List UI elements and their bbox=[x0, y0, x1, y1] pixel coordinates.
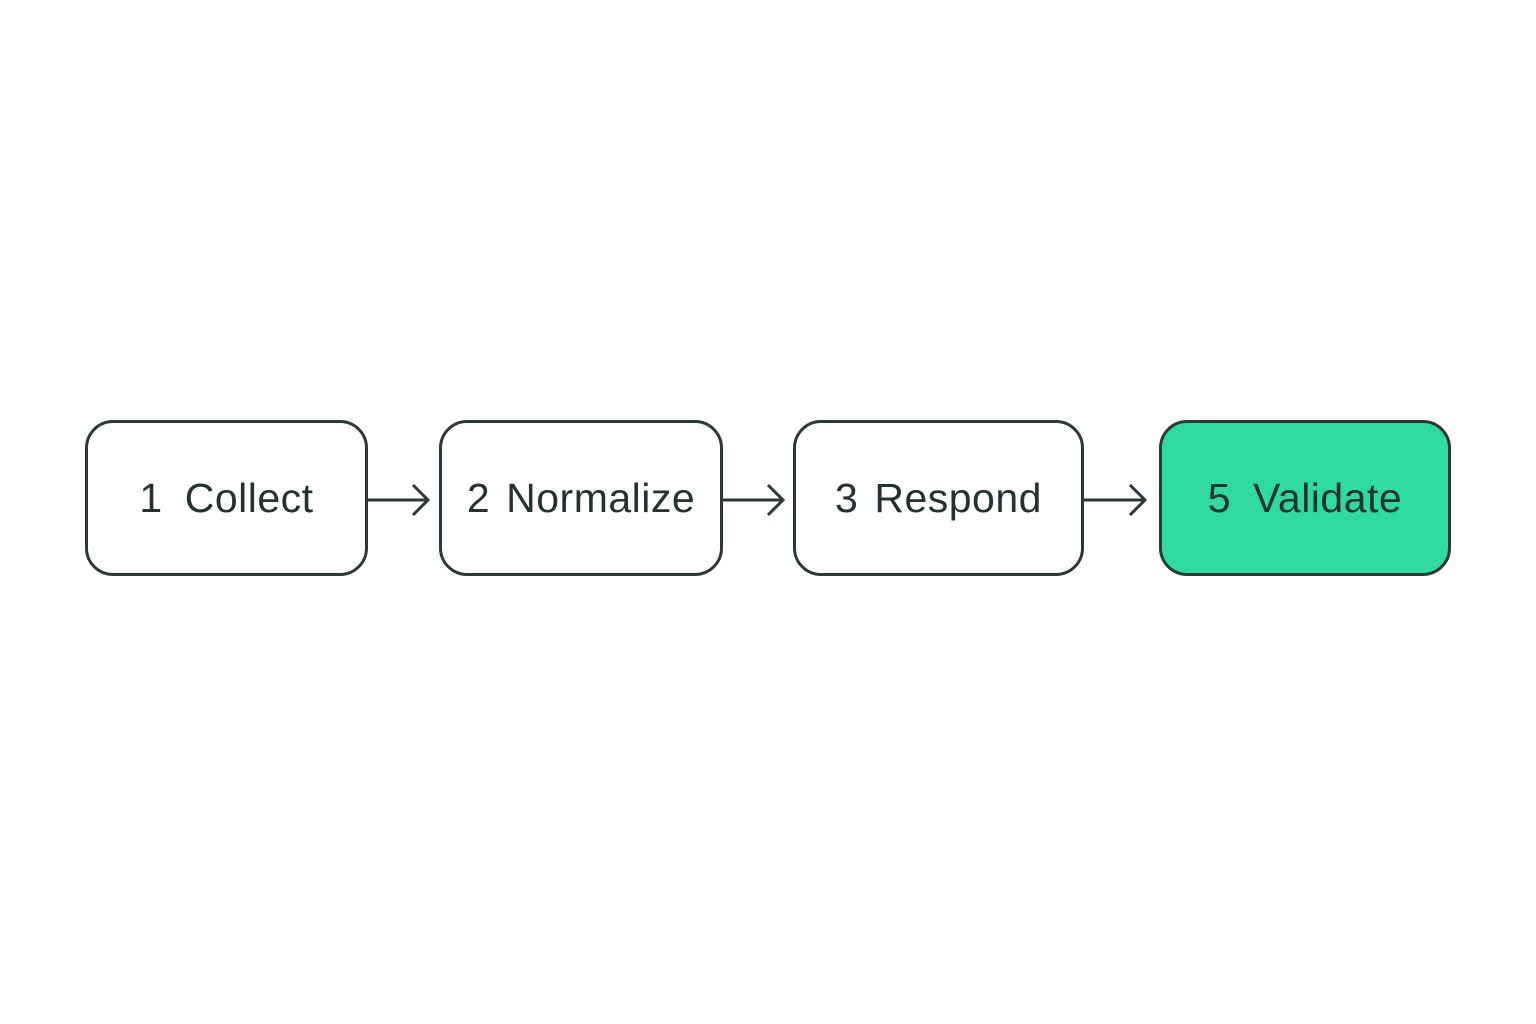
step-number: 2 bbox=[466, 474, 491, 521]
step-number: 3 bbox=[835, 474, 859, 521]
step-label: Validate bbox=[1253, 474, 1403, 521]
step-number: 5 bbox=[1207, 474, 1232, 521]
step-label: Respond bbox=[874, 474, 1042, 521]
step-number: 1 bbox=[139, 474, 163, 521]
step-respond: 3 Respond bbox=[793, 420, 1084, 576]
arrow-right-icon bbox=[1084, 480, 1159, 520]
arrow-right-icon bbox=[723, 480, 793, 520]
step-collect: 1 Collect bbox=[85, 420, 368, 576]
arrow-right-icon bbox=[368, 480, 439, 520]
step-normalize: 2 Normalize bbox=[439, 420, 723, 576]
step-validate: 5 Validate bbox=[1159, 420, 1451, 576]
step-label: Normalize bbox=[506, 474, 696, 521]
step-label: Collect bbox=[184, 474, 314, 521]
